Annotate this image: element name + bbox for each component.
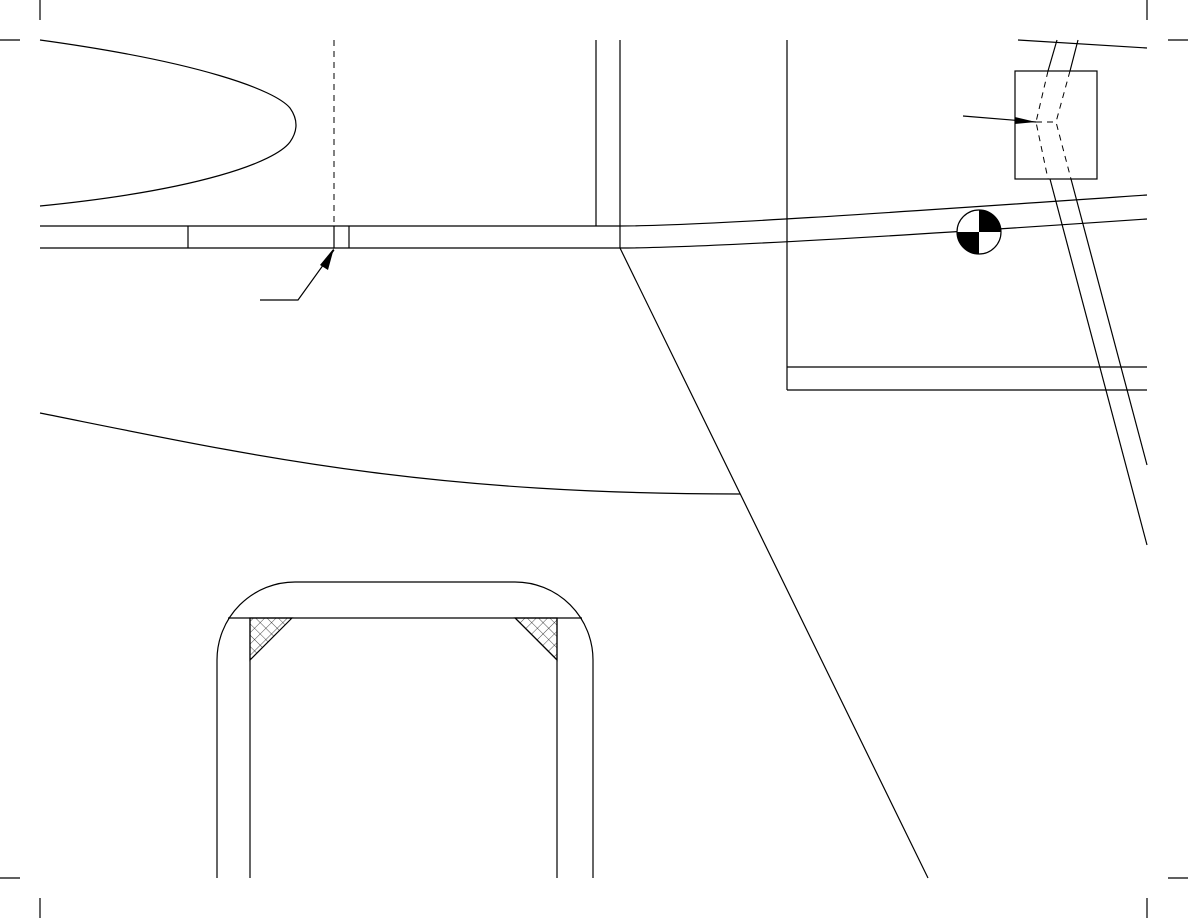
leader-arrow <box>260 248 335 301</box>
hidden-lines <box>1035 70 1072 180</box>
weld-hatch <box>513 617 558 662</box>
weld-hatch <box>249 617 294 662</box>
detail-box <box>1014 70 1098 180</box>
leader-arrow <box>962 115 1037 124</box>
center-of-gravity-icon <box>956 209 1002 255</box>
diagonal-edge <box>619 247 929 879</box>
rounded-frame <box>216 581 594 878</box>
lower-curve <box>39 412 741 495</box>
curved-member <box>619 194 1148 249</box>
horizontal-member <box>40 225 620 249</box>
vertical-member <box>595 40 621 248</box>
oval-contour <box>39 39 297 207</box>
right-panel <box>786 39 1148 391</box>
inclined-strut <box>1047 39 1148 546</box>
